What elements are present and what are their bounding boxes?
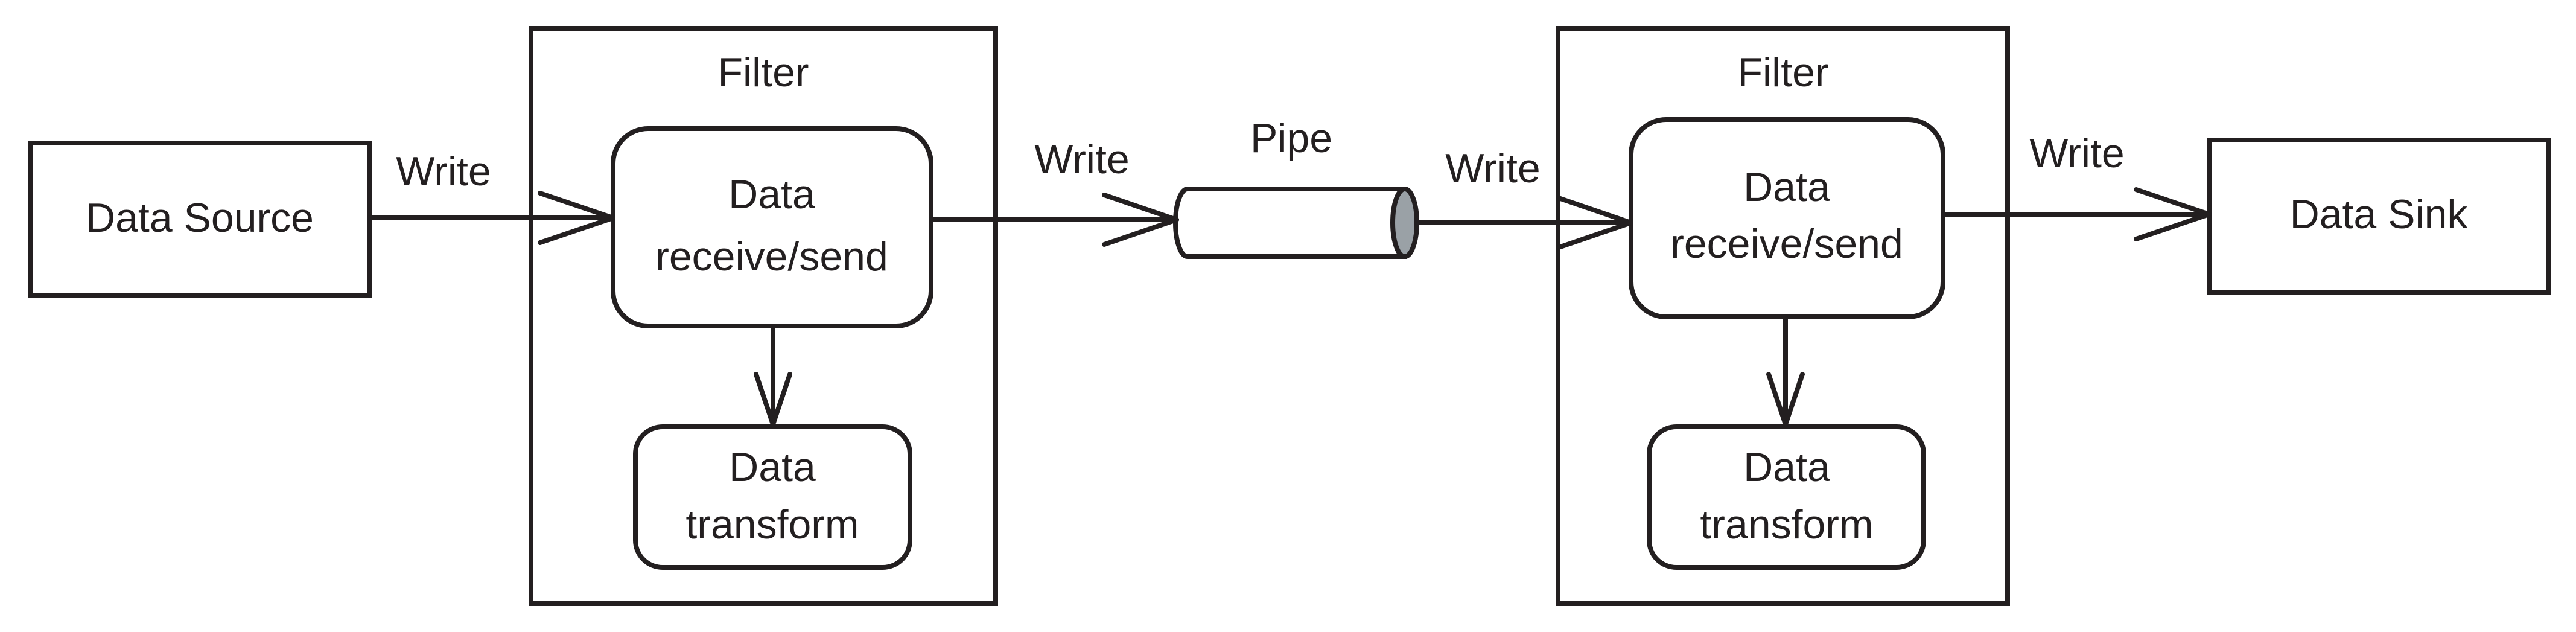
filter-1-title: Filter [717, 49, 809, 95]
filter-1-receive-send-line-2: receive/send [655, 234, 888, 279]
filter-2: Filter Data receive/send Data transform [1556, 26, 2010, 606]
filter-1-internal-arrow [754, 324, 792, 427]
edge-filter-2-to-sink: Write [1941, 130, 2212, 241]
filter-2-receive-send-node: Data receive/send [1629, 117, 1945, 319]
filter-1: Filter Data receive/send Data transform [529, 26, 998, 606]
edge-filter-1-to-pipe: Write [929, 136, 1179, 247]
edge-pipe-to-filter-2-label: Write [1445, 145, 1540, 191]
filter-1-transform-node: Data transform [633, 424, 912, 570]
filter-1-transform-line-1: Data [729, 444, 816, 490]
filter-1-transform-line-2: transform [685, 502, 859, 547]
filter-2-transform-line-1: Data [1743, 444, 1830, 490]
pipe-label: Pipe [1250, 115, 1332, 161]
data-source-node: Data Source [28, 141, 372, 298]
data-sink-label: Data Sink [2290, 191, 2469, 237]
filter-1-receive-send-node: Data receive/send [611, 126, 933, 328]
filter-2-internal-arrow [1766, 314, 1805, 427]
filter-2-transform-line-2: transform [1700, 502, 1873, 547]
data-source-label: Data Source [86, 195, 314, 241]
edge-pipe-to-filter-2: Write [1414, 145, 1633, 250]
filter-2-receive-send-line-2: receive/send [1670, 221, 1903, 267]
filter-2-title: Filter [1737, 49, 1828, 95]
filter-1-receive-send-line-1: Data [728, 171, 815, 217]
data-sink-node: Data Sink [2207, 138, 2551, 295]
filter-2-receive-send-line-1: Data [1743, 164, 1830, 210]
edge-filter-2-to-sink-label: Write [2029, 130, 2124, 176]
edge-source-to-filter-1: Write [367, 148, 615, 245]
filter-2-transform-node: Data transform [1647, 424, 1926, 570]
edge-filter-1-to-pipe-label: Write [1034, 136, 1129, 182]
edge-source-to-filter-1-label: Write [396, 148, 491, 194]
pipe-node: Pipe [1173, 115, 1419, 259]
